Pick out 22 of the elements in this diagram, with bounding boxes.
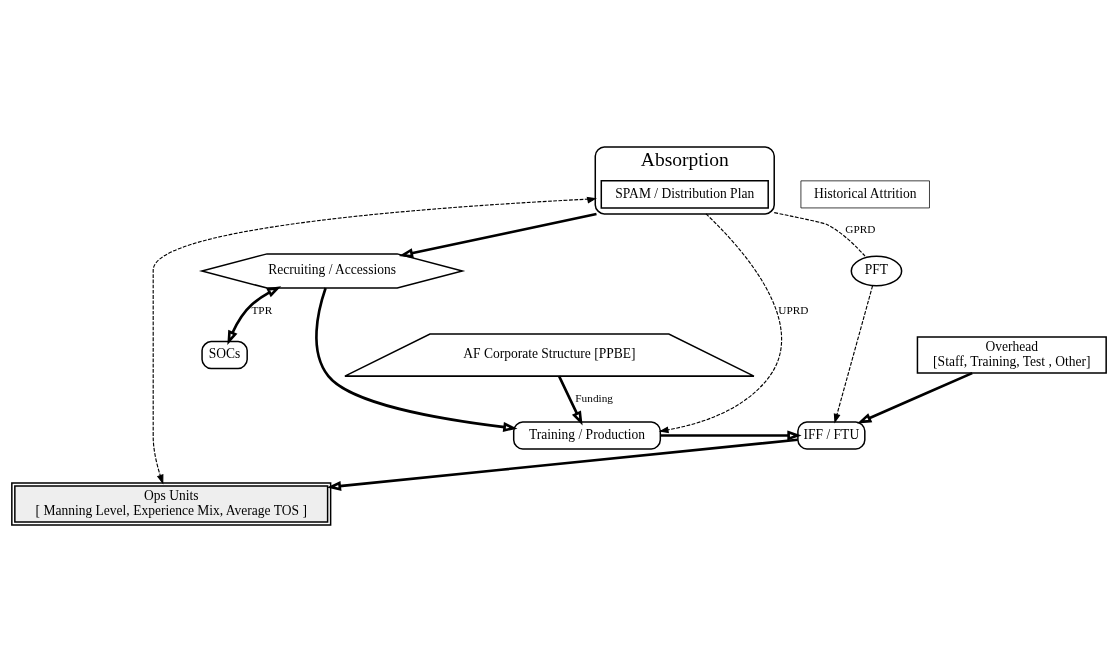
arrow bbox=[227, 286, 282, 345]
arrow bbox=[326, 438, 798, 491]
node-box: SPAM / Distribution Plan bbox=[600, 180, 769, 209]
arrow bbox=[315, 287, 518, 432]
arrow bbox=[658, 213, 782, 434]
edge-label: TPR bbox=[251, 303, 273, 316]
edge-label: GPRD bbox=[845, 223, 876, 236]
node-box: Overhead [Staff, Training, Test , Other] bbox=[916, 336, 1107, 374]
arrow bbox=[152, 196, 597, 485]
arrow bbox=[660, 430, 802, 441]
connector bbox=[773, 212, 867, 258]
node-box: IFF / FTU bbox=[797, 421, 866, 450]
edge-label: Funding bbox=[575, 391, 613, 404]
node-box: SOCs bbox=[201, 340, 248, 370]
label: Historical Attrition bbox=[813, 185, 917, 201]
node-box: Training / Production bbox=[512, 421, 662, 450]
arrow bbox=[833, 285, 874, 424]
arrow bbox=[557, 375, 583, 426]
arrow bbox=[857, 371, 973, 424]
node-ellipse: PFT bbox=[850, 255, 903, 287]
arrow bbox=[398, 212, 597, 258]
edge-label: UPRD bbox=[778, 303, 809, 316]
